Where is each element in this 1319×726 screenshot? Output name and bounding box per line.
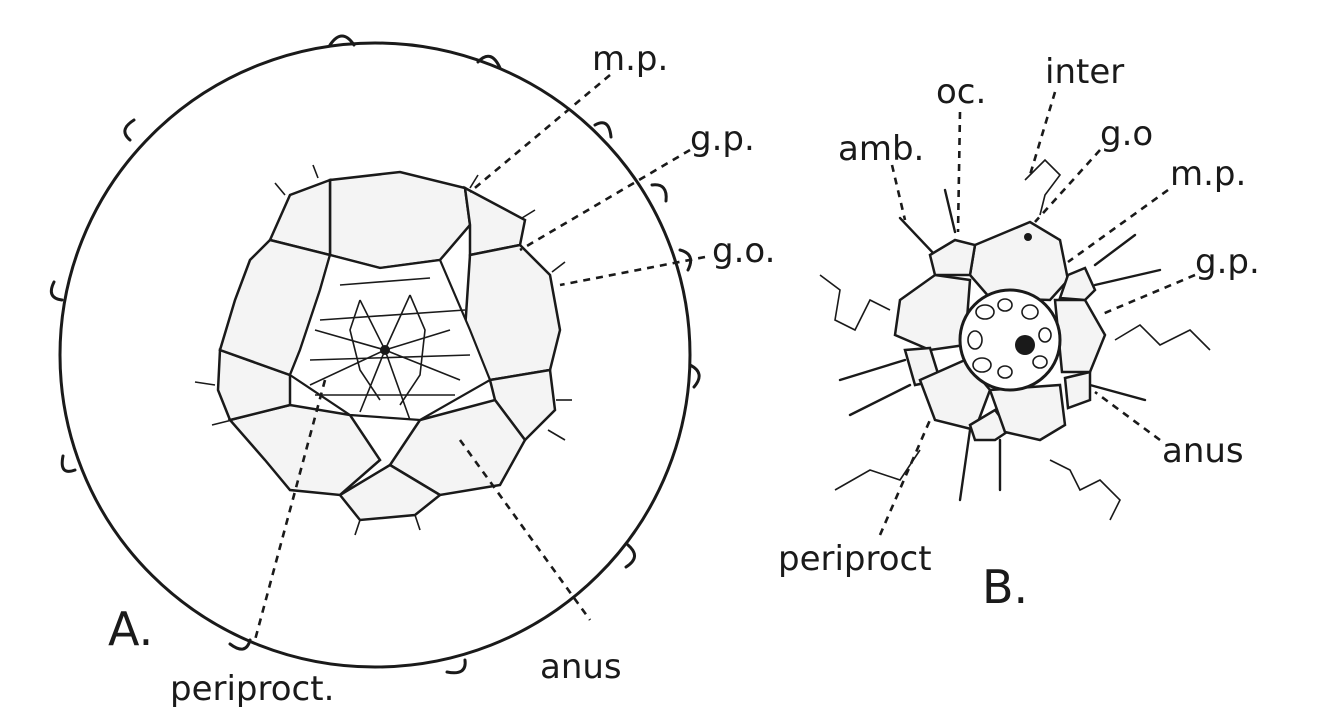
figure-a: m.p. g.p. g.o. periproct. anus A. <box>49 34 775 709</box>
plate-genital-lower-left-b <box>918 358 992 432</box>
plate-ocular-right-b <box>1063 370 1092 410</box>
genital-opening-b <box>1024 233 1032 241</box>
leaders-a <box>253 74 706 641</box>
label-go-a: g.o. <box>712 231 775 271</box>
plate-ocular-bottom-a <box>338 463 443 522</box>
periproct-b <box>958 288 1062 392</box>
plate-ocular-top-b <box>928 238 977 277</box>
label-amb-b: amb. <box>838 129 924 169</box>
label-mp-b: m.p. <box>1170 154 1246 194</box>
label-gp-b: g.p. <box>1195 242 1260 282</box>
label-anus-b: anus <box>1162 431 1244 471</box>
anus-b <box>1015 335 1035 355</box>
label-mp-a: m.p. <box>592 39 668 79</box>
spines-b <box>838 188 1162 502</box>
label-inter-b: inter <box>1045 52 1124 92</box>
plate-madreporite-a <box>328 170 472 270</box>
label-anus-a: anus <box>540 647 622 687</box>
test-tubercles-a <box>49 34 701 675</box>
test-outline-a <box>58 41 692 669</box>
panel-letter-b: B. <box>982 560 1028 614</box>
apical-disc-a <box>194 164 572 536</box>
periproct-plates-a <box>309 277 471 421</box>
label-periproct-b: periproct <box>778 539 932 579</box>
plate-ocular-top-right-b <box>1058 266 1097 302</box>
anus-a <box>380 345 390 355</box>
panel-letter-a: A. <box>108 602 153 656</box>
label-go-b: g.o <box>1100 114 1153 154</box>
plate-genital-bottom-b <box>988 383 1067 442</box>
plate-madreporite-b <box>968 220 1070 302</box>
periproct-plates-b <box>967 298 1052 379</box>
leaders-b <box>878 91 1196 536</box>
label-gp-a: g.p. <box>690 119 755 159</box>
plate-genital-lower-left-a <box>227 403 382 497</box>
figure-b: amb. oc. inter g.o m.p. g.p. anus peripr… <box>778 52 1260 614</box>
spines-a <box>194 164 572 536</box>
test-sutures-b <box>819 158 1211 521</box>
label-periproct-a: periproct. <box>170 669 334 709</box>
plate-genital-right-b <box>1053 298 1107 374</box>
label-oc-b: oc. <box>936 72 986 112</box>
plate-ocular-right-a <box>488 368 557 442</box>
